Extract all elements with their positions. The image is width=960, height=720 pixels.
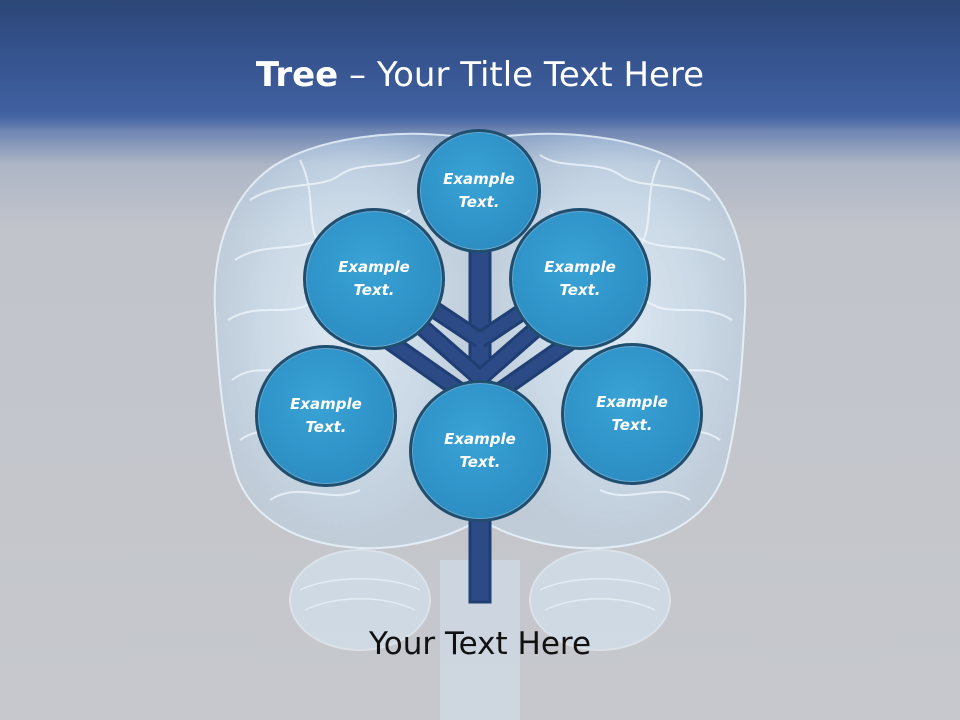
title-text: – Your Title Text Here <box>338 55 705 95</box>
node-lower-left-label: Example Text. <box>290 395 362 436</box>
node-upper-left-label: Example Text. <box>338 258 410 299</box>
title-banner <box>0 0 960 130</box>
node-top: Example Text. <box>417 129 541 253</box>
node-lower-right: Example Text. <box>561 343 703 485</box>
node-lower-left: Example Text. <box>255 345 397 487</box>
bottom-caption: Your Text Here <box>368 626 592 662</box>
node-upper-right: Example Text. <box>509 208 651 350</box>
slide-title: Tree – Your Title Text Here <box>0 52 960 98</box>
node-center-label: Example Text. <box>444 430 516 471</box>
node-lower-right-label: Example Text. <box>596 393 668 434</box>
node-top-label: Example Text. <box>443 170 515 211</box>
node-center: Example Text. <box>409 380 551 522</box>
node-upper-right-label: Example Text. <box>544 258 616 299</box>
title-bold-word: Tree <box>255 55 339 95</box>
node-upper-left: Example Text. <box>303 208 445 350</box>
